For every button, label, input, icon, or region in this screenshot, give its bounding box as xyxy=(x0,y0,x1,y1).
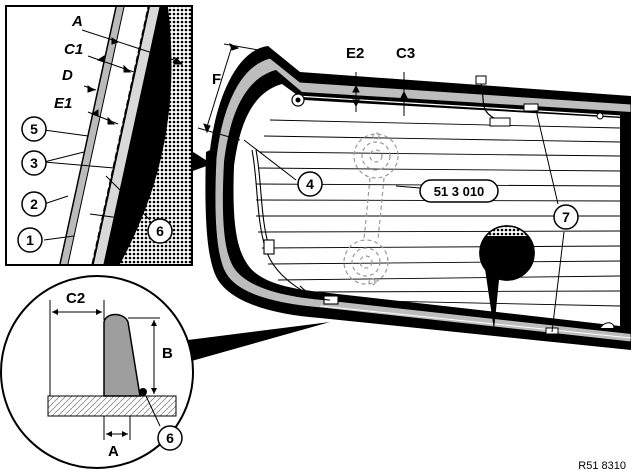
window-frame xyxy=(205,46,631,350)
inset-callout-1: 1 xyxy=(17,227,43,253)
label-b: B xyxy=(162,345,173,362)
callout-4-number: 4 xyxy=(306,176,314,192)
dashed-part-outline xyxy=(343,132,399,286)
inset-pointer-top xyxy=(190,150,212,172)
inset-callout-3: 3 xyxy=(21,150,47,176)
callout-7: 7 xyxy=(553,204,579,230)
inset-callout-leaders xyxy=(43,129,151,241)
inset-callout-6-number: 6 xyxy=(156,223,164,239)
profile-callout-6-number: 6 xyxy=(166,430,174,446)
inset-pointer-bottom xyxy=(188,322,330,362)
inset-label-e1: E1 xyxy=(54,95,72,112)
label-f: F xyxy=(212,71,221,88)
inset-callout-5-number: 5 xyxy=(30,121,38,137)
callout-7-number: 7 xyxy=(562,209,570,225)
inset-callout-1-number: 1 xyxy=(26,232,34,248)
label-c2: C2 xyxy=(66,290,85,307)
callout-4: 4 xyxy=(297,171,323,197)
left-wire-harness xyxy=(251,149,339,305)
label-a: A xyxy=(108,443,119,460)
dimension-e2-c3 xyxy=(352,72,408,116)
inset-callout-3-number: 3 xyxy=(30,155,38,171)
reference-code: R51 8310 xyxy=(578,460,626,472)
inset-label-a: A xyxy=(71,13,83,30)
callout-leaders xyxy=(243,109,565,333)
magnifier-detail xyxy=(479,225,535,330)
inset-dimensions xyxy=(81,29,184,125)
inset-label-d: D xyxy=(62,67,73,84)
seal-profile-detail xyxy=(0,275,194,469)
part-number-tag: 51 3 010 xyxy=(419,179,499,203)
dimension-f xyxy=(197,43,271,141)
label-c3: C3 xyxy=(396,45,415,62)
inset-callout-6: 6 xyxy=(147,218,173,244)
inset-callout-2: 2 xyxy=(21,191,47,217)
upper-trim xyxy=(291,75,621,127)
label-e2: E2 xyxy=(346,45,364,62)
inset-label-c1: C1 xyxy=(64,41,83,58)
inset-callout-5: 5 xyxy=(21,116,47,142)
inset-callout-2-number: 2 xyxy=(30,196,38,212)
profile-callout-6: 6 xyxy=(157,425,183,451)
part-number: 51 3 010 xyxy=(434,184,485,199)
